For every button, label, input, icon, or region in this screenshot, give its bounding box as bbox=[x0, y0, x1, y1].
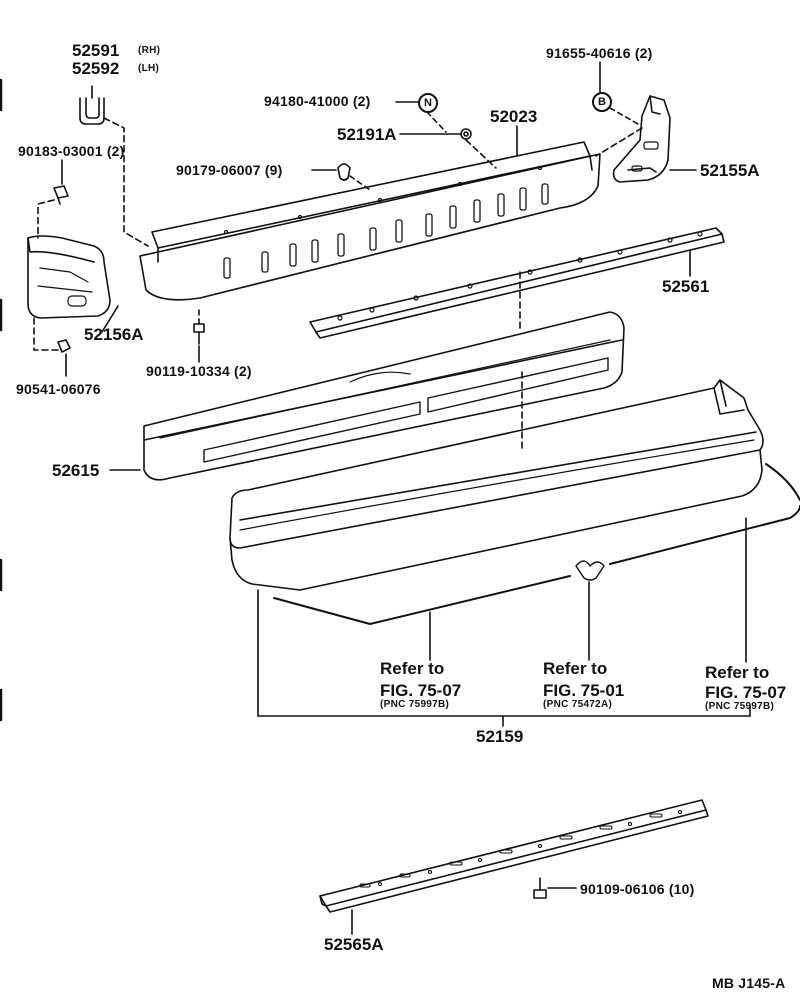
reference-1-line3: (PNC 75997B) bbox=[380, 699, 450, 710]
nut-52191A-part bbox=[460, 128, 472, 140]
clip-90183-part bbox=[53, 185, 69, 205]
absorber-52615-part bbox=[143, 311, 625, 481]
part-label-52615: 52615 bbox=[52, 461, 100, 480]
reinforcement-52023-part bbox=[139, 141, 601, 301]
part-label-52155A: 52155A bbox=[700, 161, 760, 180]
part-label-91655: 91655-40616 (2) bbox=[546, 45, 653, 61]
part-label-90179: 90179-06007 (9) bbox=[176, 162, 283, 178]
part-label-52023: 52023 bbox=[490, 107, 538, 126]
marker-n: N bbox=[418, 93, 438, 113]
part-label-90541: 90541-06076 bbox=[16, 381, 101, 397]
bolt-90109-part bbox=[533, 877, 547, 899]
marker-b: B bbox=[592, 92, 612, 112]
rail-52565A-part bbox=[319, 799, 709, 913]
side-label-lh: (LH) bbox=[138, 63, 160, 74]
reference-1-line2: FIG. 75-07 bbox=[380, 681, 462, 700]
reference-3-line1: Refer to bbox=[705, 663, 770, 682]
part-label-90183: 90183-03001 (2) bbox=[18, 143, 125, 159]
part-label-52591: 52591 bbox=[72, 41, 120, 60]
part-label-52565A: 52565A bbox=[324, 935, 384, 954]
reference-1-line1: Refer to bbox=[380, 659, 445, 678]
reference-2-line3: (PNC 75472A) bbox=[543, 699, 613, 710]
part-label-90119: 90119-10334 (2) bbox=[146, 363, 252, 379]
part-label-52156A: 52156A bbox=[84, 325, 144, 344]
reference-3-line2: FIG. 75-07 bbox=[705, 683, 787, 702]
reference-3-line3: (PNC 75997B) bbox=[705, 701, 775, 712]
part-label-52191A: 52191A bbox=[337, 125, 397, 144]
nut-90541-part bbox=[57, 339, 71, 353]
side-label-rh: (RH) bbox=[138, 45, 161, 56]
bumper-cover-52159-part bbox=[229, 379, 800, 625]
part-label-52159: 52159 bbox=[476, 727, 524, 746]
reference-2-line2: FIG. 75-01 bbox=[543, 681, 625, 700]
part-label-52561: 52561 bbox=[662, 277, 710, 296]
bracket-52156A-part bbox=[27, 235, 111, 319]
footer-code: MB J145-A bbox=[712, 975, 786, 991]
clip-52591-part bbox=[79, 85, 105, 125]
strip-52561-part bbox=[309, 227, 725, 339]
bracket-52155A-part bbox=[612, 95, 671, 183]
part-label-94180: 94180-41000 (2) bbox=[264, 93, 371, 109]
bolt-90119-part bbox=[193, 309, 205, 345]
reference-2-line1: Refer to bbox=[543, 659, 608, 678]
part-label-90109: 90109-06106 (10) bbox=[580, 881, 695, 897]
part-label-52592: 52592 bbox=[72, 59, 120, 78]
clip-90179-part bbox=[337, 163, 351, 181]
